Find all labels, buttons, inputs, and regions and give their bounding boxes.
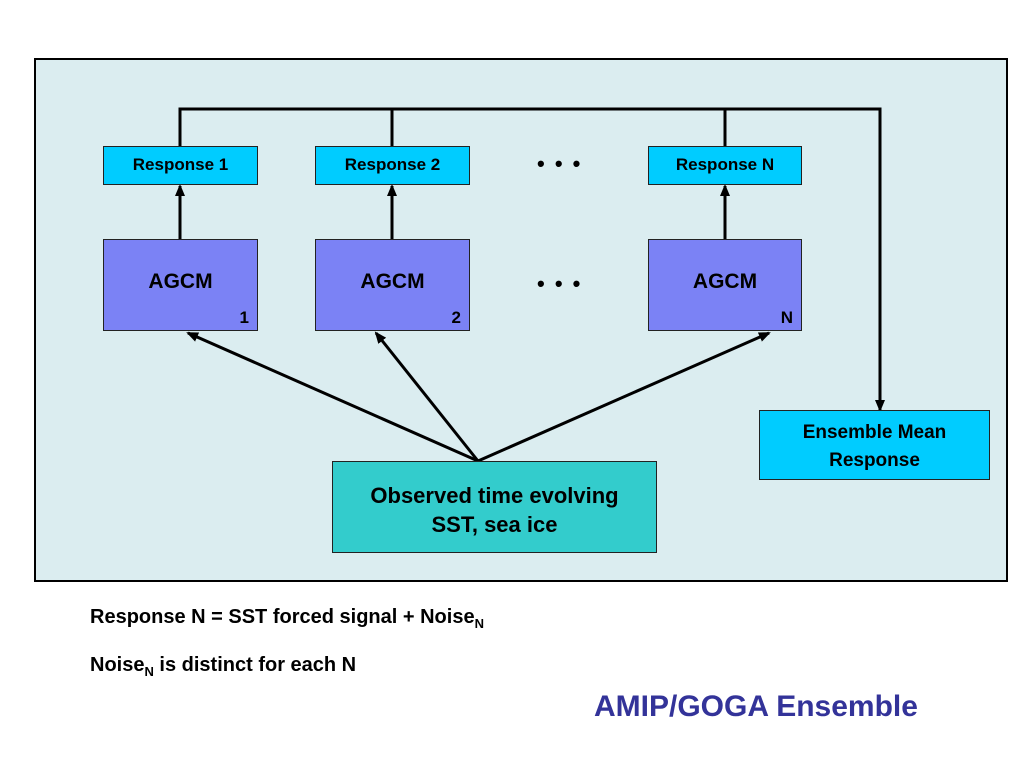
observed-to-agcmN-arrow [477, 331, 771, 463]
ensemble-mean-response-box: Ensemble Mean Response [759, 410, 990, 480]
response-2-box: Response 2 [315, 146, 470, 185]
observed-sst-box: Observed time evolving SST, sea ice [332, 461, 657, 553]
agcm-ellipsis: • • • [537, 271, 583, 296]
ensemble-line-2: Response [829, 450, 920, 471]
agcm-2-subscript: 2 [451, 308, 461, 327]
observed-to-agcm2-arrow [374, 331, 480, 462]
ensemble-line-1: Ensemble Mean [802, 422, 947, 443]
agcm-1-box: AGCM 1 [103, 239, 258, 331]
collector-line [178, 107, 885, 412]
observed-line-1: Observed time evolving [370, 483, 619, 508]
note-2-prefix: Noise [90, 654, 145, 676]
agcm-1-label: AGCM [148, 270, 213, 293]
response-n-box: Response N [648, 146, 802, 185]
slide-title: AMIP/GOGA Ensemble [594, 690, 918, 723]
response-ellipsis: • • • [537, 151, 583, 176]
agcm-n-subscript: N [780, 308, 793, 327]
agcm-n-box: AGCM N [648, 239, 802, 331]
observed-line-2: SST, sea ice [431, 512, 558, 537]
response-1-box: Response 1 [103, 146, 258, 185]
note-1-subscript: N [474, 616, 484, 631]
agcm-2-label: AGCM [360, 270, 425, 293]
note-noise-distinct: NoiseN is distinct for each N [90, 654, 356, 679]
observed-to-agcm1-arrow [186, 331, 479, 463]
note-1-main: Response N = SST forced signal + Noise [90, 606, 475, 628]
agcm-2-box: AGCM 2 [315, 239, 470, 331]
note-response-equation: Response N = SST forced signal + NoiseN [90, 606, 484, 631]
note-2-subscript: N [144, 664, 154, 679]
note-2-suffix: is distinct for each N [153, 654, 357, 676]
agcm-n-label: AGCM [692, 270, 758, 293]
agcm-1-subscript: 1 [239, 308, 249, 327]
